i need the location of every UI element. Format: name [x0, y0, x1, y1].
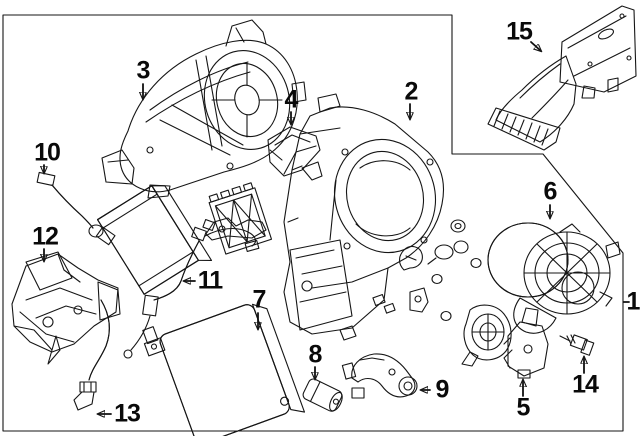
callout-label-5: 5	[516, 393, 531, 422]
callout-label-3: 3	[136, 56, 151, 85]
part-8-cylinder-art	[302, 378, 343, 412]
callout-label-1: 1	[626, 287, 640, 316]
diagram-frame	[2, 14, 624, 432]
callout-label-7: 7	[252, 285, 267, 314]
part-5-actuator-art	[503, 307, 549, 379]
callout-label-8: 8	[308, 340, 323, 369]
aux-fan-housing-art	[461, 304, 512, 367]
part-6-blower-motor-art	[487, 222, 621, 334]
filter-frame-art	[208, 182, 273, 255]
part-12-lower-case-art	[11, 251, 121, 365]
callout-label-6: 6	[543, 177, 558, 206]
callout-label-15: 15	[506, 17, 533, 46]
part-4-duct-art	[267, 126, 323, 181]
callout-label-14: 14	[572, 370, 599, 399]
expansion-valve-art	[142, 326, 166, 357]
part-3-upper-case-art	[101, 19, 307, 199]
part-9-bracket-art	[341, 353, 418, 399]
callout-label-9: 9	[435, 375, 450, 404]
callout-label-4: 4	[284, 85, 299, 114]
heater-core-art	[96, 185, 213, 295]
part-11-harness-art	[123, 218, 260, 359]
part-14-sensor-art	[559, 334, 595, 356]
part-13-drain-hose-art	[73, 299, 110, 411]
callout-label-2: 2	[404, 77, 419, 106]
callout-label-10: 10	[34, 138, 61, 167]
callout-label-13: 13	[114, 399, 141, 428]
callout-label-12: 12	[32, 222, 59, 251]
part-7-evaporator-art	[142, 303, 306, 436]
callout-arrow-15	[530, 41, 541, 51]
callout-arrows	[44, 41, 630, 414]
hardware-cluster-art	[205, 217, 512, 367]
callout-label-11: 11	[197, 266, 223, 295]
part-10-wire-art	[36, 171, 116, 246]
part-15-cowl-duct-art	[487, 5, 637, 151]
part-2-main-case-art	[283, 93, 445, 341]
